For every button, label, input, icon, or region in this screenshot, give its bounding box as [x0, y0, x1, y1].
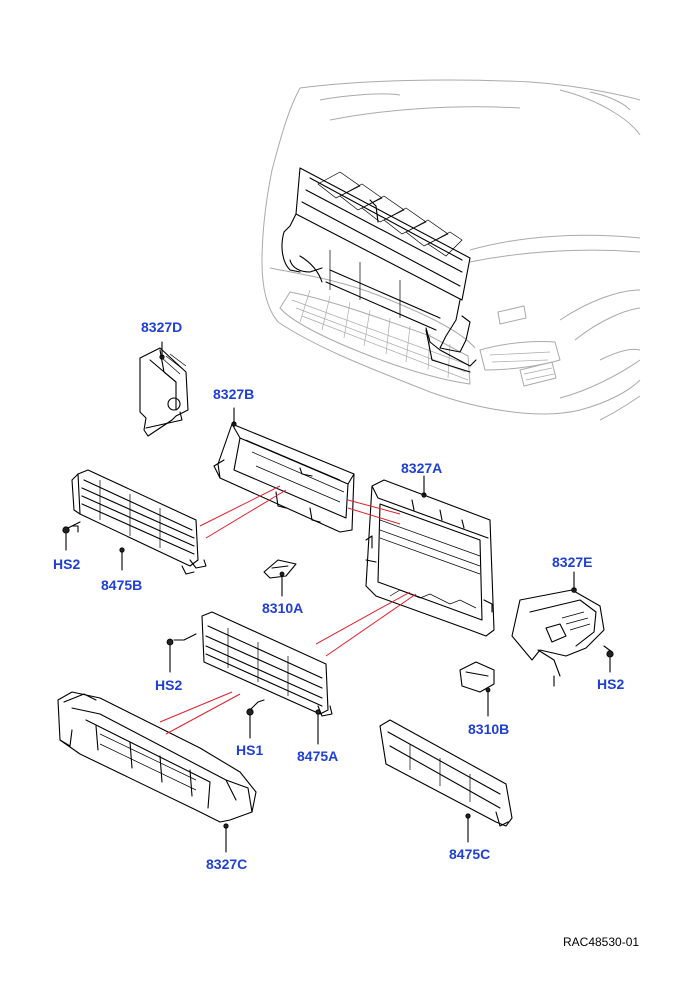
callout-8327C: 8327C	[206, 856, 248, 872]
part-8310A-bracket	[263, 559, 297, 579]
callout-hs2-right: HS2	[597, 676, 625, 692]
callout-8327D: 8327D	[141, 319, 183, 335]
callout-8327A: 8327A	[401, 460, 443, 476]
part-hs2-left-screw	[62, 521, 81, 534]
explode-reference-lines	[159, 485, 417, 735]
callout-8310A: 8310A	[262, 600, 304, 616]
part-8327C-carrier	[57, 691, 257, 829]
part-hs1-screw	[246, 699, 265, 716]
vehicle-front-outline	[261, 79, 641, 421]
part-8327A-frame	[365, 479, 495, 637]
callout-hs1: HS1	[236, 742, 264, 758]
part-8327E-bracket	[511, 587, 614, 677]
installed-shutter-assembly	[281, 167, 477, 373]
callout-8310B: 8310B	[468, 721, 510, 737]
callout-hs2-mid: HS2	[155, 677, 183, 693]
part-8475A-shutter	[166, 611, 333, 717]
callout-8475C: 8475C	[449, 846, 491, 862]
callout-hs2-left: HS2	[53, 556, 81, 572]
part-8327D-bracket	[139, 347, 189, 437]
callout-leader-lines	[65, 341, 611, 853]
diagram-reference-number: RAC48530-01	[563, 935, 640, 949]
part-8475B-shutter	[71, 469, 207, 575]
callout-8475B: 8475B	[101, 577, 143, 593]
callout-8475A: 8475A	[297, 748, 339, 764]
callout-8327E: 8327E	[552, 554, 593, 570]
part-8310B-bracket	[459, 661, 495, 693]
part-8327B-panel	[213, 421, 355, 533]
callout-8327B: 8327B	[213, 386, 255, 402]
